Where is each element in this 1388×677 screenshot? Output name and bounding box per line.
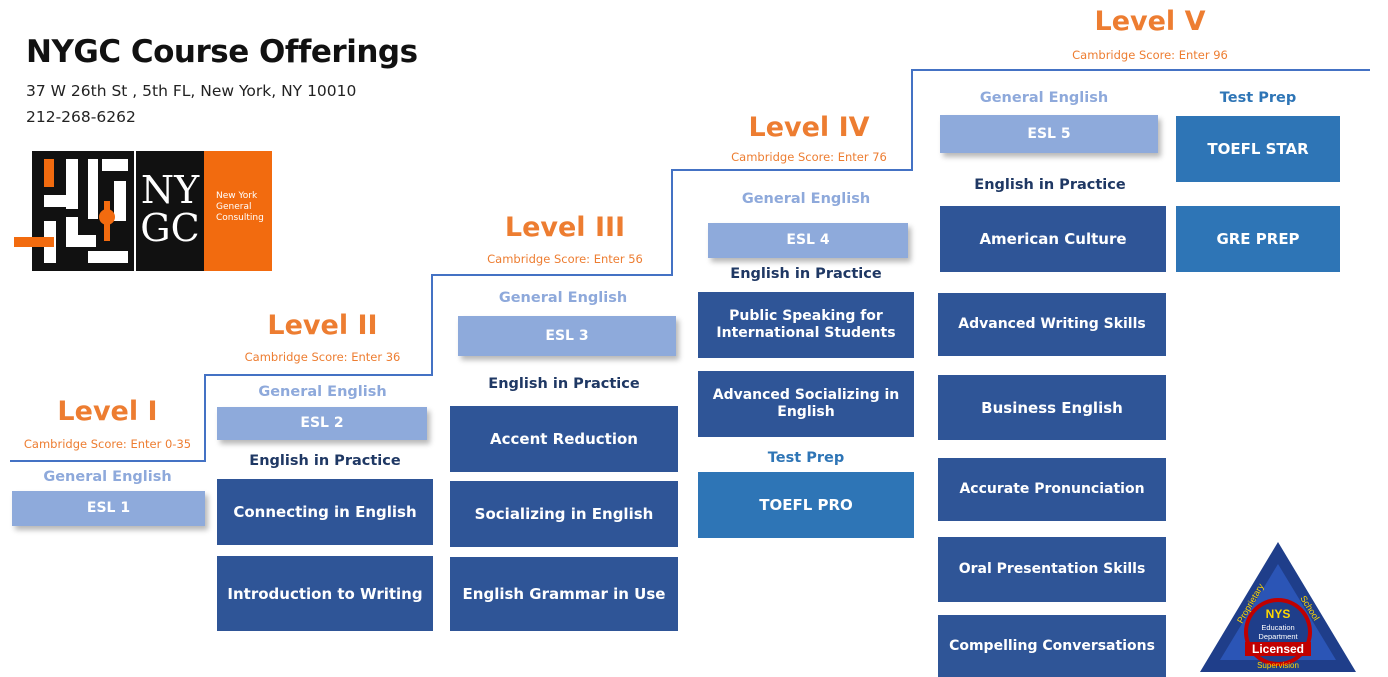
esl-3-box[interactable]: ESL 3 [458, 316, 676, 356]
logo-line2: GC [140, 206, 200, 250]
logo-orange-panel: New York General Consulting [204, 151, 272, 271]
level-3-practice-heading: English in Practice [488, 376, 640, 392]
level-3-general-heading: General English [498, 290, 628, 306]
badge-line2-text: Education [1261, 623, 1294, 632]
course-box[interactable]: Connecting in English [217, 479, 433, 545]
logo-tagline-3: Consulting [216, 213, 264, 223]
level-4-score: Cambridge Score: Enter 76 [731, 150, 887, 164]
course-box[interactable]: Introduction to Writing [217, 556, 433, 631]
nygc-logo: NY GC New York General Consulting [14, 151, 272, 271]
esl-5-box[interactable]: ESL 5 [940, 115, 1158, 153]
level-1-general-heading: General English [43, 469, 172, 485]
level-2-score: Cambridge Score: Enter 36 [244, 350, 401, 364]
course-box[interactable]: Socializing in English [450, 481, 678, 547]
level-5-practice-heading: English in Practice [974, 177, 1126, 193]
esl-2-box[interactable]: ESL 2 [217, 407, 427, 440]
esl-1-box[interactable]: ESL 1 [12, 491, 205, 526]
course-box[interactable]: American Culture [940, 206, 1166, 272]
level-1-score: Cambridge Score: Enter 0-35 [23, 437, 192, 451]
course-box[interactable]: English Grammar in Use [450, 557, 678, 631]
logo-black-panel: NY GC [136, 151, 204, 271]
level-5-title: Level V [1094, 6, 1206, 37]
level-5-score: Cambridge Score: Enter 96 [1072, 48, 1228, 62]
phone-number: 212-268-6262 [26, 108, 136, 126]
course-box[interactable]: Accurate Pronunciation [938, 458, 1166, 521]
course-box[interactable]: Advanced Socializing in English [698, 371, 914, 437]
badge-line3-text: Department [1258, 632, 1298, 641]
level-2-general-heading: General English [258, 384, 387, 400]
course-box[interactable]: Compelling Conversations [938, 615, 1166, 677]
logo-tagline-1: New York [216, 191, 258, 201]
esl-4-box[interactable]: ESL 4 [708, 223, 908, 258]
badge-top-text: NYS [1266, 607, 1291, 621]
page-title: NYGC Course Offerings [26, 34, 418, 70]
badge-bottom-text: Supervision [1257, 661, 1299, 670]
badge-licensed-text: Licensed [1252, 642, 1304, 656]
level-3-title: Level III [504, 212, 626, 243]
level-2-title: Level II [267, 310, 378, 341]
address: 37 W 26th St , 5th FL, New York, NY 1001… [26, 82, 357, 100]
maze-logo-icon [14, 151, 136, 271]
course-box[interactable]: Business English [938, 375, 1166, 440]
level-4-title: Level IV [748, 112, 870, 143]
level-1-title: Level I [57, 396, 158, 427]
level-5-test-heading: Test Prep [1219, 90, 1297, 106]
test-course-box[interactable]: TOEFL STAR [1176, 116, 1340, 182]
course-box[interactable]: Advanced Writing Skills [938, 293, 1166, 356]
logo-tagline-2: General [216, 202, 252, 212]
level-4-general-heading: General English [741, 191, 871, 207]
test-course-box[interactable]: GRE PREP [1176, 206, 1340, 272]
level-4-test-heading: Test Prep [767, 450, 845, 466]
course-box[interactable]: Oral Presentation Skills [938, 537, 1166, 602]
level-5-general-heading: General English [979, 90, 1109, 106]
level-4-practice-heading: English in Practice [730, 266, 882, 282]
course-box[interactable]: Public Speaking for International Studen… [698, 292, 914, 358]
nys-licensed-badge: NYS Education Department Licensed Superv… [1200, 542, 1356, 672]
logo-line1: NY [140, 168, 200, 212]
level-2-practice-heading: English in Practice [249, 453, 401, 469]
level-3-score: Cambridge Score: Enter 56 [487, 252, 643, 266]
course-box[interactable]: Accent Reduction [450, 406, 678, 472]
test-course-box[interactable]: TOEFL PRO [698, 472, 914, 538]
